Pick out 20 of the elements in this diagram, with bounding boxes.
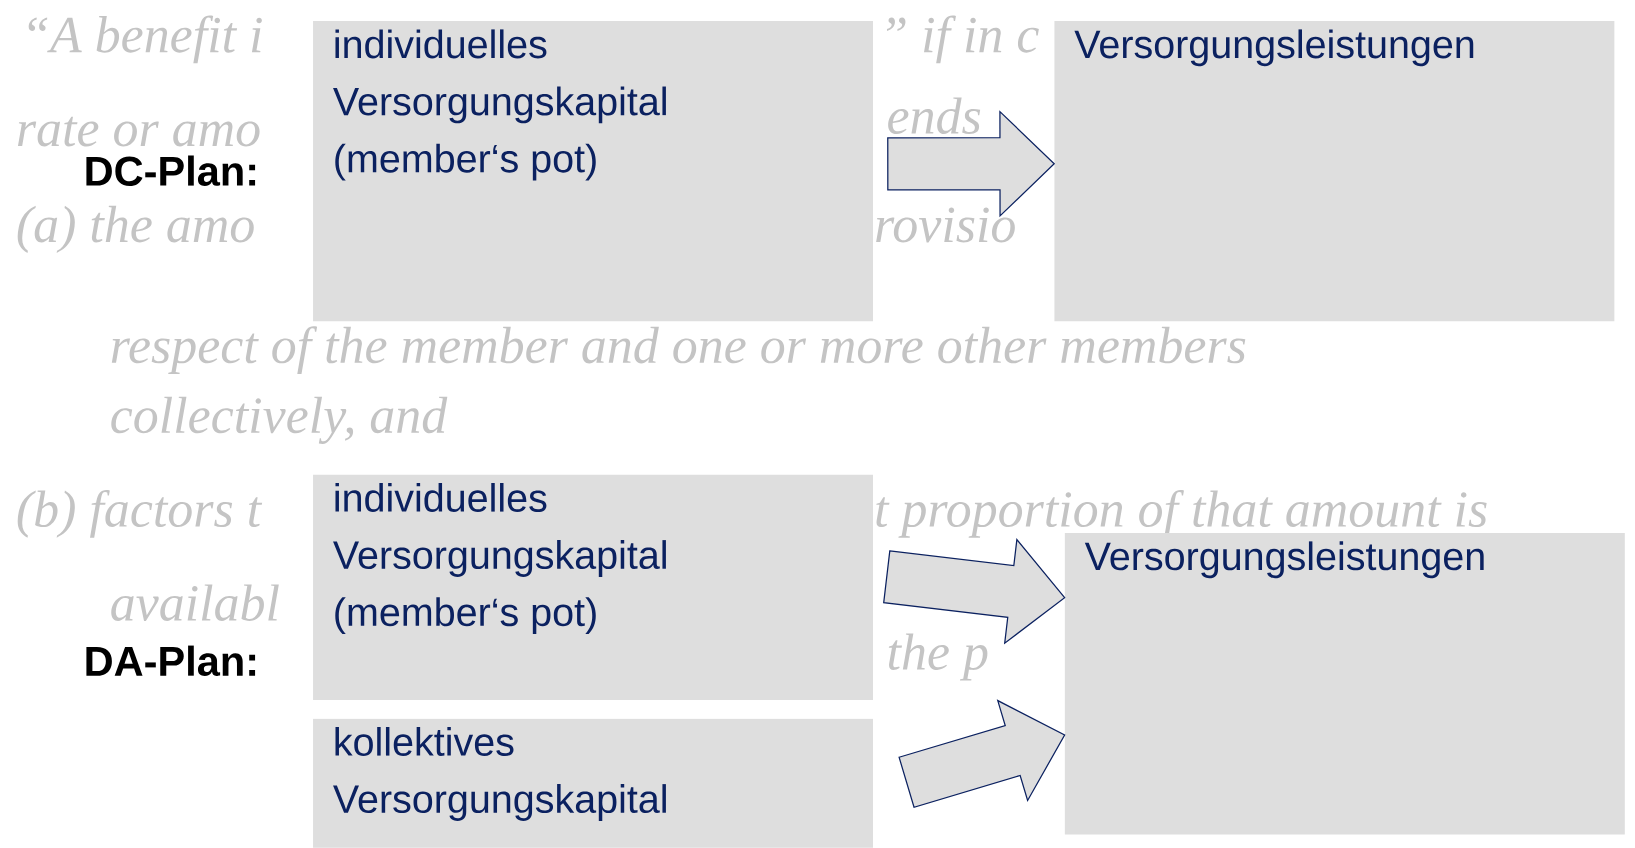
text-box: kollektives Versorgungskapital [313, 718, 873, 848]
background-text: rate or amo [17, 116, 260, 147]
background-text: rovisio [876, 207, 1015, 243]
block-arrow [887, 110, 1056, 218]
text-box: Versorgungsleistungen [1064, 533, 1625, 835]
text-box: individuelles Versorgungskapital (member‘s pot) [313, 474, 873, 700]
background-text: ends [888, 97, 981, 135]
background-text: collectively, and [111, 396, 448, 445]
background-text: “A benefit i [28, 15, 262, 64]
plan-label: DC-Plan: [86, 155, 256, 187]
text-box: individuelles Versorgungskapital (member‘s pot) [313, 21, 873, 322]
block-arrow [883, 538, 1066, 645]
background-text: (a) the amo [17, 206, 254, 254]
background-text: availabl [111, 584, 279, 622]
text-box: Versorgungsleistungen [1054, 21, 1615, 322]
background-text: ” if in c [887, 15, 1039, 64]
background-text: the p [888, 633, 988, 681]
background-text: (b) factors t [17, 490, 263, 538]
plan-label: DA-Plan: [86, 645, 256, 677]
background-text: respect of the member and one or more other members [111, 326, 1246, 375]
